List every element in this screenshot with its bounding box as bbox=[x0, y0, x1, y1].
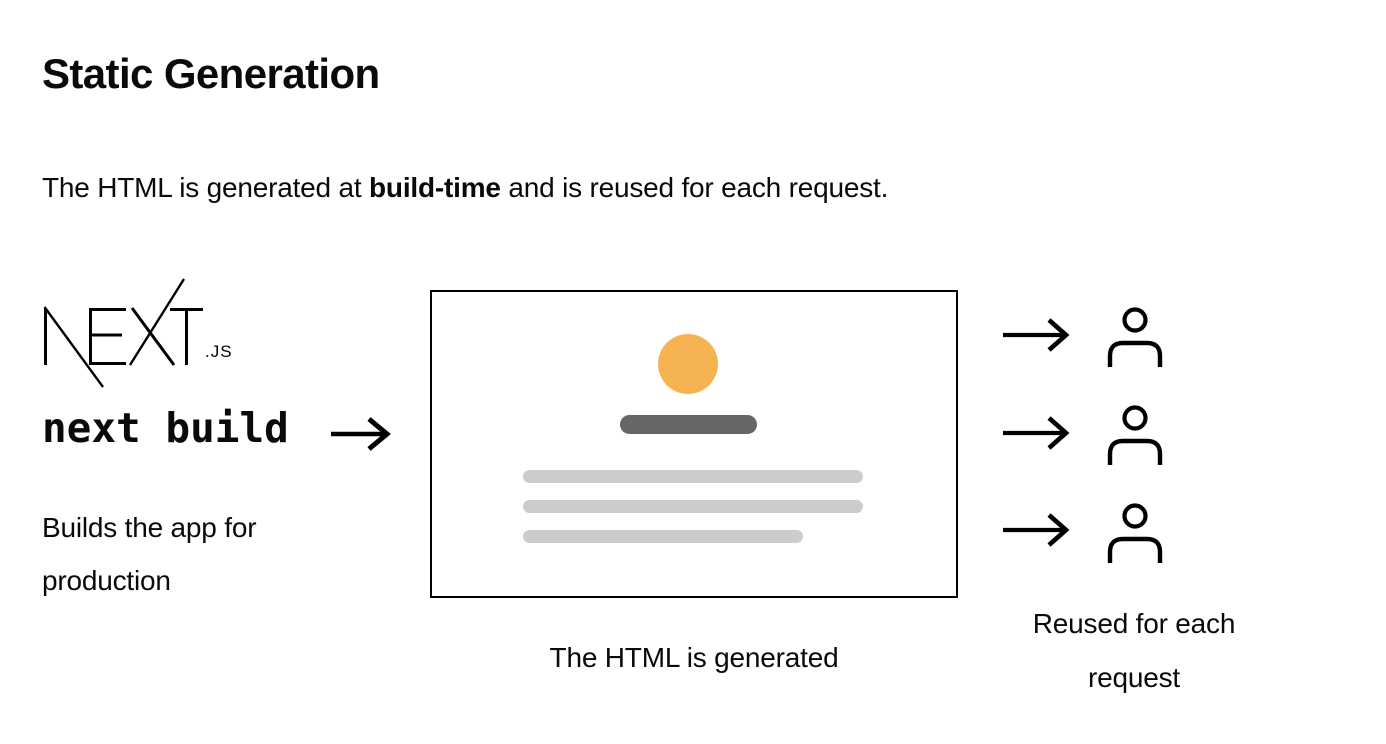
heading-placeholder-bar bbox=[620, 415, 757, 434]
user-icon bbox=[1107, 307, 1163, 367]
arrow-right-icon bbox=[1003, 513, 1070, 547]
nextjs-logo-icon: .JS bbox=[43, 278, 233, 388]
text-placeholder-bar bbox=[523, 470, 863, 483]
page-subtitle: The HTML is generated at build-time and … bbox=[42, 168, 888, 208]
generated-page-card bbox=[430, 290, 958, 598]
subtitle-bold-text: build-time bbox=[369, 172, 501, 203]
build-description: Builds the app for production bbox=[42, 512, 257, 596]
build-command-text: next build bbox=[42, 404, 289, 452]
arrow-right-icon bbox=[1003, 318, 1070, 352]
text-placeholder-bar bbox=[523, 530, 803, 543]
requests-caption: Reused for each request bbox=[1032, 608, 1236, 693]
avatar-circle-placeholder bbox=[658, 334, 718, 394]
arrow-right-icon bbox=[331, 417, 391, 451]
nextjs-logo-suffix: .JS bbox=[205, 342, 233, 361]
user-icon bbox=[1107, 503, 1163, 563]
generated-page-caption: The HTML is generated bbox=[549, 642, 839, 673]
subtitle-text-before: The HTML is generated at bbox=[42, 172, 370, 203]
text-placeholder-bar bbox=[523, 500, 863, 513]
arrow-right-icon bbox=[1003, 416, 1070, 450]
page-title: Static Generation bbox=[42, 50, 380, 97]
user-icon bbox=[1107, 405, 1163, 465]
subtitle-text-after: and is reused for each request. bbox=[500, 172, 889, 203]
